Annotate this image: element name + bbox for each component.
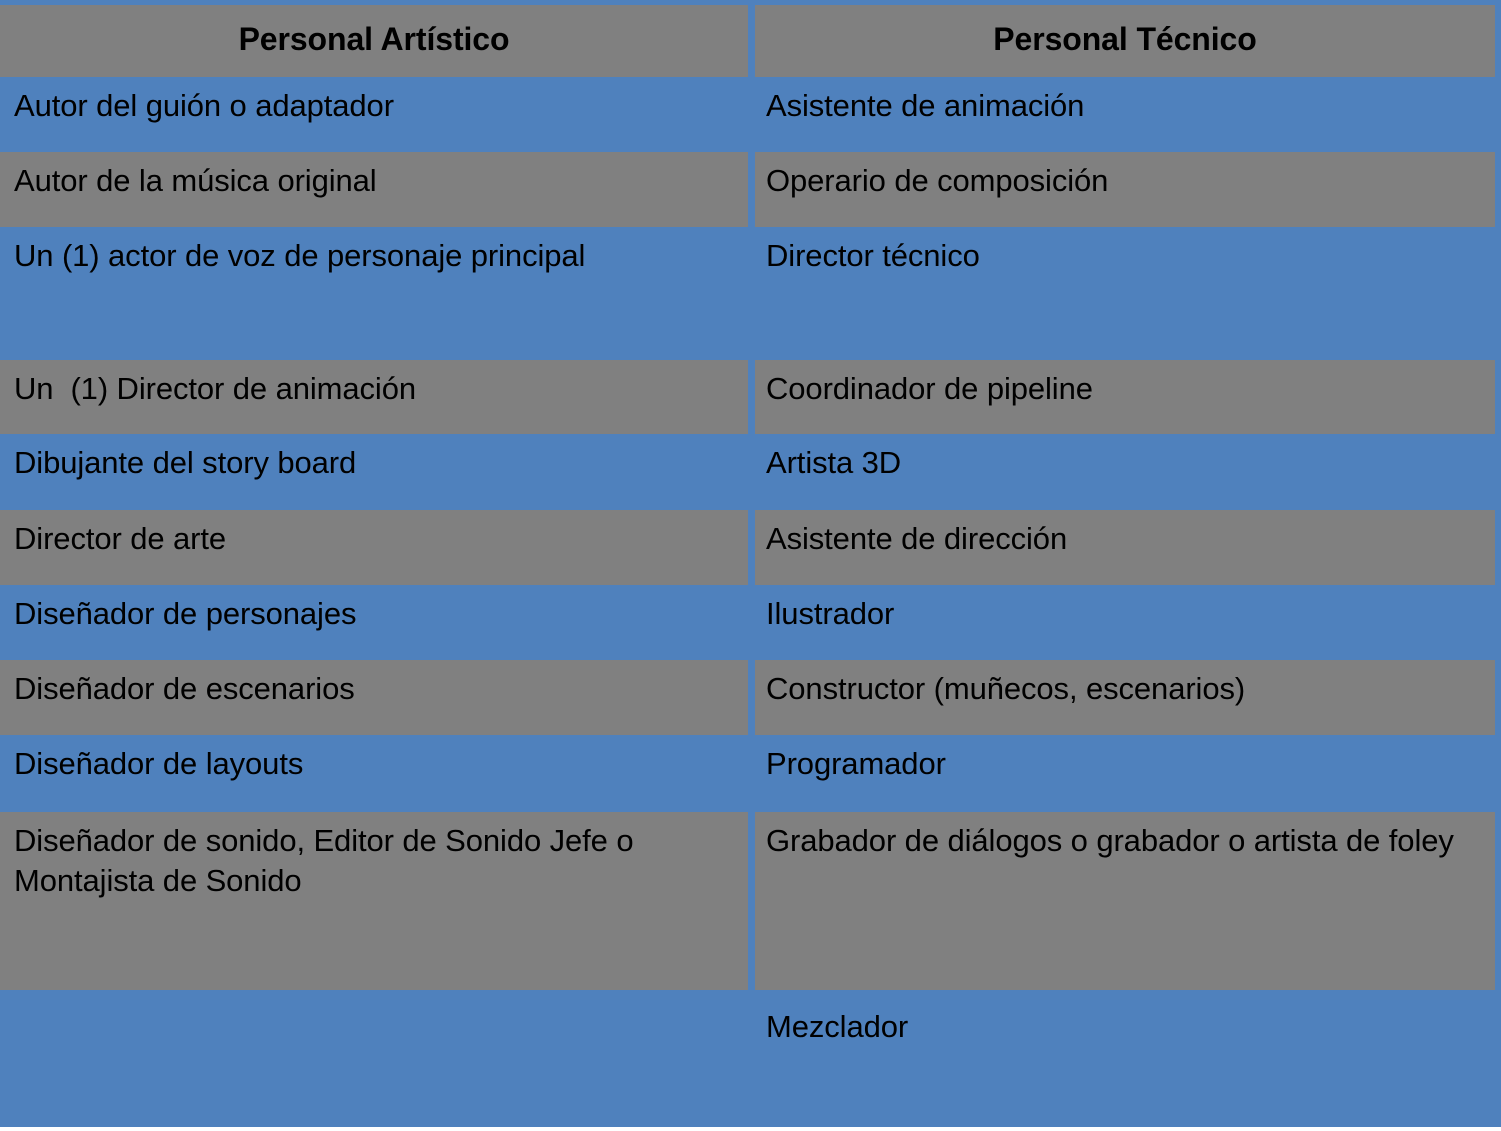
cell-text: Autor del guión o adaptador [14, 88, 394, 123]
table-cell-tecnico: Ilustrador [755, 585, 1495, 660]
table-cell-tecnico: Asistente de dirección [755, 510, 1495, 585]
table-cell-artistico: Autor de la música original [0, 152, 748, 227]
column-header-artistico: Personal Artístico [0, 5, 748, 77]
table-cell-artistico: Diseñador de layouts [0, 735, 748, 812]
table-cell-tecnico: Grabador de diálogos o grabador o artist… [755, 812, 1495, 990]
cell-text: Dibujante del story board [14, 445, 357, 480]
table-top-rule [0, 0, 1501, 5]
column-header-tecnico-label: Personal Técnico [993, 21, 1257, 57]
cell-text: Autor de la música original [14, 163, 377, 198]
table-cell-artistico: Un (1) Director de animación [0, 360, 748, 434]
cell-text: Constructor (muñecos, escenarios) [766, 671, 1246, 706]
cell-text: Asistente de dirección [766, 521, 1068, 556]
cell-text: Diseñador de escenarios [14, 671, 355, 706]
table-cell-tecnico: Programador [755, 735, 1495, 812]
cell-text: Un (1) actor de voz de personaje princip… [14, 238, 586, 273]
table-cell-tecnico: Coordinador de pipeline [755, 360, 1495, 434]
table-cell-artistico: Director de arte [0, 510, 748, 585]
table-cell-tecnico: Director técnico [755, 227, 1495, 360]
column-header-artistico-label: Personal Artístico [238, 21, 510, 57]
cell-text: Director técnico [766, 238, 980, 273]
table-cell-artistico: Diseñador de escenarios [0, 660, 748, 735]
table-cell-tecnico: Mezclador [755, 990, 1495, 1127]
cell-text: Programador [766, 746, 946, 781]
cell-text: Mezclador [766, 1009, 909, 1044]
table-cell-artistico: Diseñador de sonido, Editor de Sonido Je… [0, 812, 748, 990]
table-cell-tecnico: Artista 3D [755, 434, 1495, 510]
cell-text: Diseñador de layouts [14, 746, 304, 781]
table-cell-tecnico: Operario de composición [755, 152, 1495, 227]
cell-text: Ilustrador [766, 596, 895, 631]
cell-text: Operario de composición [766, 163, 1109, 198]
table-cell-artistico: Un (1) actor de voz de personaje princip… [0, 227, 748, 360]
cell-text: Coordinador de pipeline [766, 371, 1093, 406]
cell-text: Un (1) Director de animación [14, 371, 416, 406]
cell-text: Director de arte [14, 521, 227, 556]
cell-text: Asistente de animación [766, 88, 1085, 123]
table-cell-artistico [0, 990, 748, 1127]
table-cell-artistico: Diseñador de personajes [0, 585, 748, 660]
table-cell-artistico: Autor del guión o adaptador [0, 77, 748, 152]
cell-text: Diseñador de personajes [14, 596, 357, 631]
table-cell-tecnico: Constructor (muñecos, escenarios) [755, 660, 1495, 735]
cell-text: Diseñador de sonido, Editor de Sonido Je… [14, 823, 642, 898]
cell-text: Grabador de diálogos o grabador o artist… [766, 823, 1454, 858]
cell-text: Artista 3D [766, 445, 902, 480]
table-cell-artistico: Dibujante del story board [0, 434, 748, 510]
bottom-margin-strip [0, 1127, 1501, 1131]
column-header-tecnico: Personal Técnico [755, 5, 1495, 77]
table-cell-tecnico: Asistente de animación [755, 77, 1495, 152]
